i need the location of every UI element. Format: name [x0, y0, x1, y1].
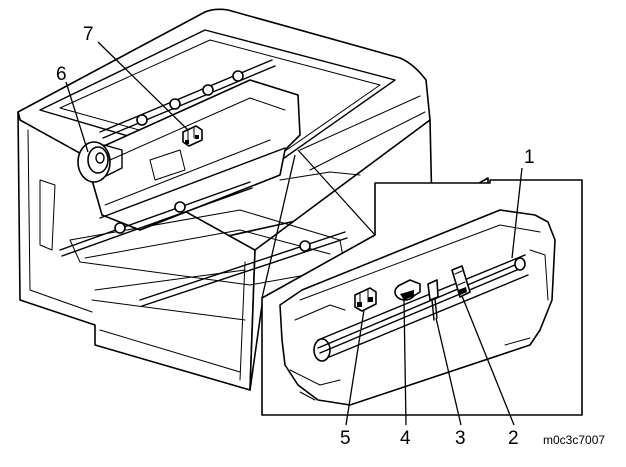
figure-code: m0c3c7007: [543, 433, 605, 447]
leader-line-3: [435, 317, 462, 426]
callout-1: 1: [524, 147, 535, 168]
fuser-gear-icon: [77, 141, 123, 183]
leader-line-1: [511, 167, 523, 259]
callout-2: 2: [508, 428, 519, 449]
fusing-unit-in-printer: [59, 59, 348, 307]
connector-detail-icon: [354, 287, 377, 312]
callout-3: 3: [455, 428, 466, 449]
leader-line-7: [97, 41, 189, 131]
leader-line-4: [403, 299, 407, 426]
callout-5: 5: [340, 428, 351, 449]
callout-6: 6: [56, 64, 67, 85]
callout-7: 7: [83, 24, 94, 45]
thermostat-icon: [451, 265, 471, 298]
leader-line-2: [461, 295, 515, 426]
fusing-lamp-holder-icon: [394, 279, 421, 301]
projection-line-top: [297, 149, 376, 236]
fuser-thermistor-icon: [427, 279, 439, 321]
projection-line-bottom: [261, 154, 296, 299]
fuser-connector-icon: [182, 125, 203, 147]
leader-line-6: [65, 81, 89, 153]
callout-4: 4: [400, 428, 411, 449]
leader-line-5: [345, 309, 365, 426]
